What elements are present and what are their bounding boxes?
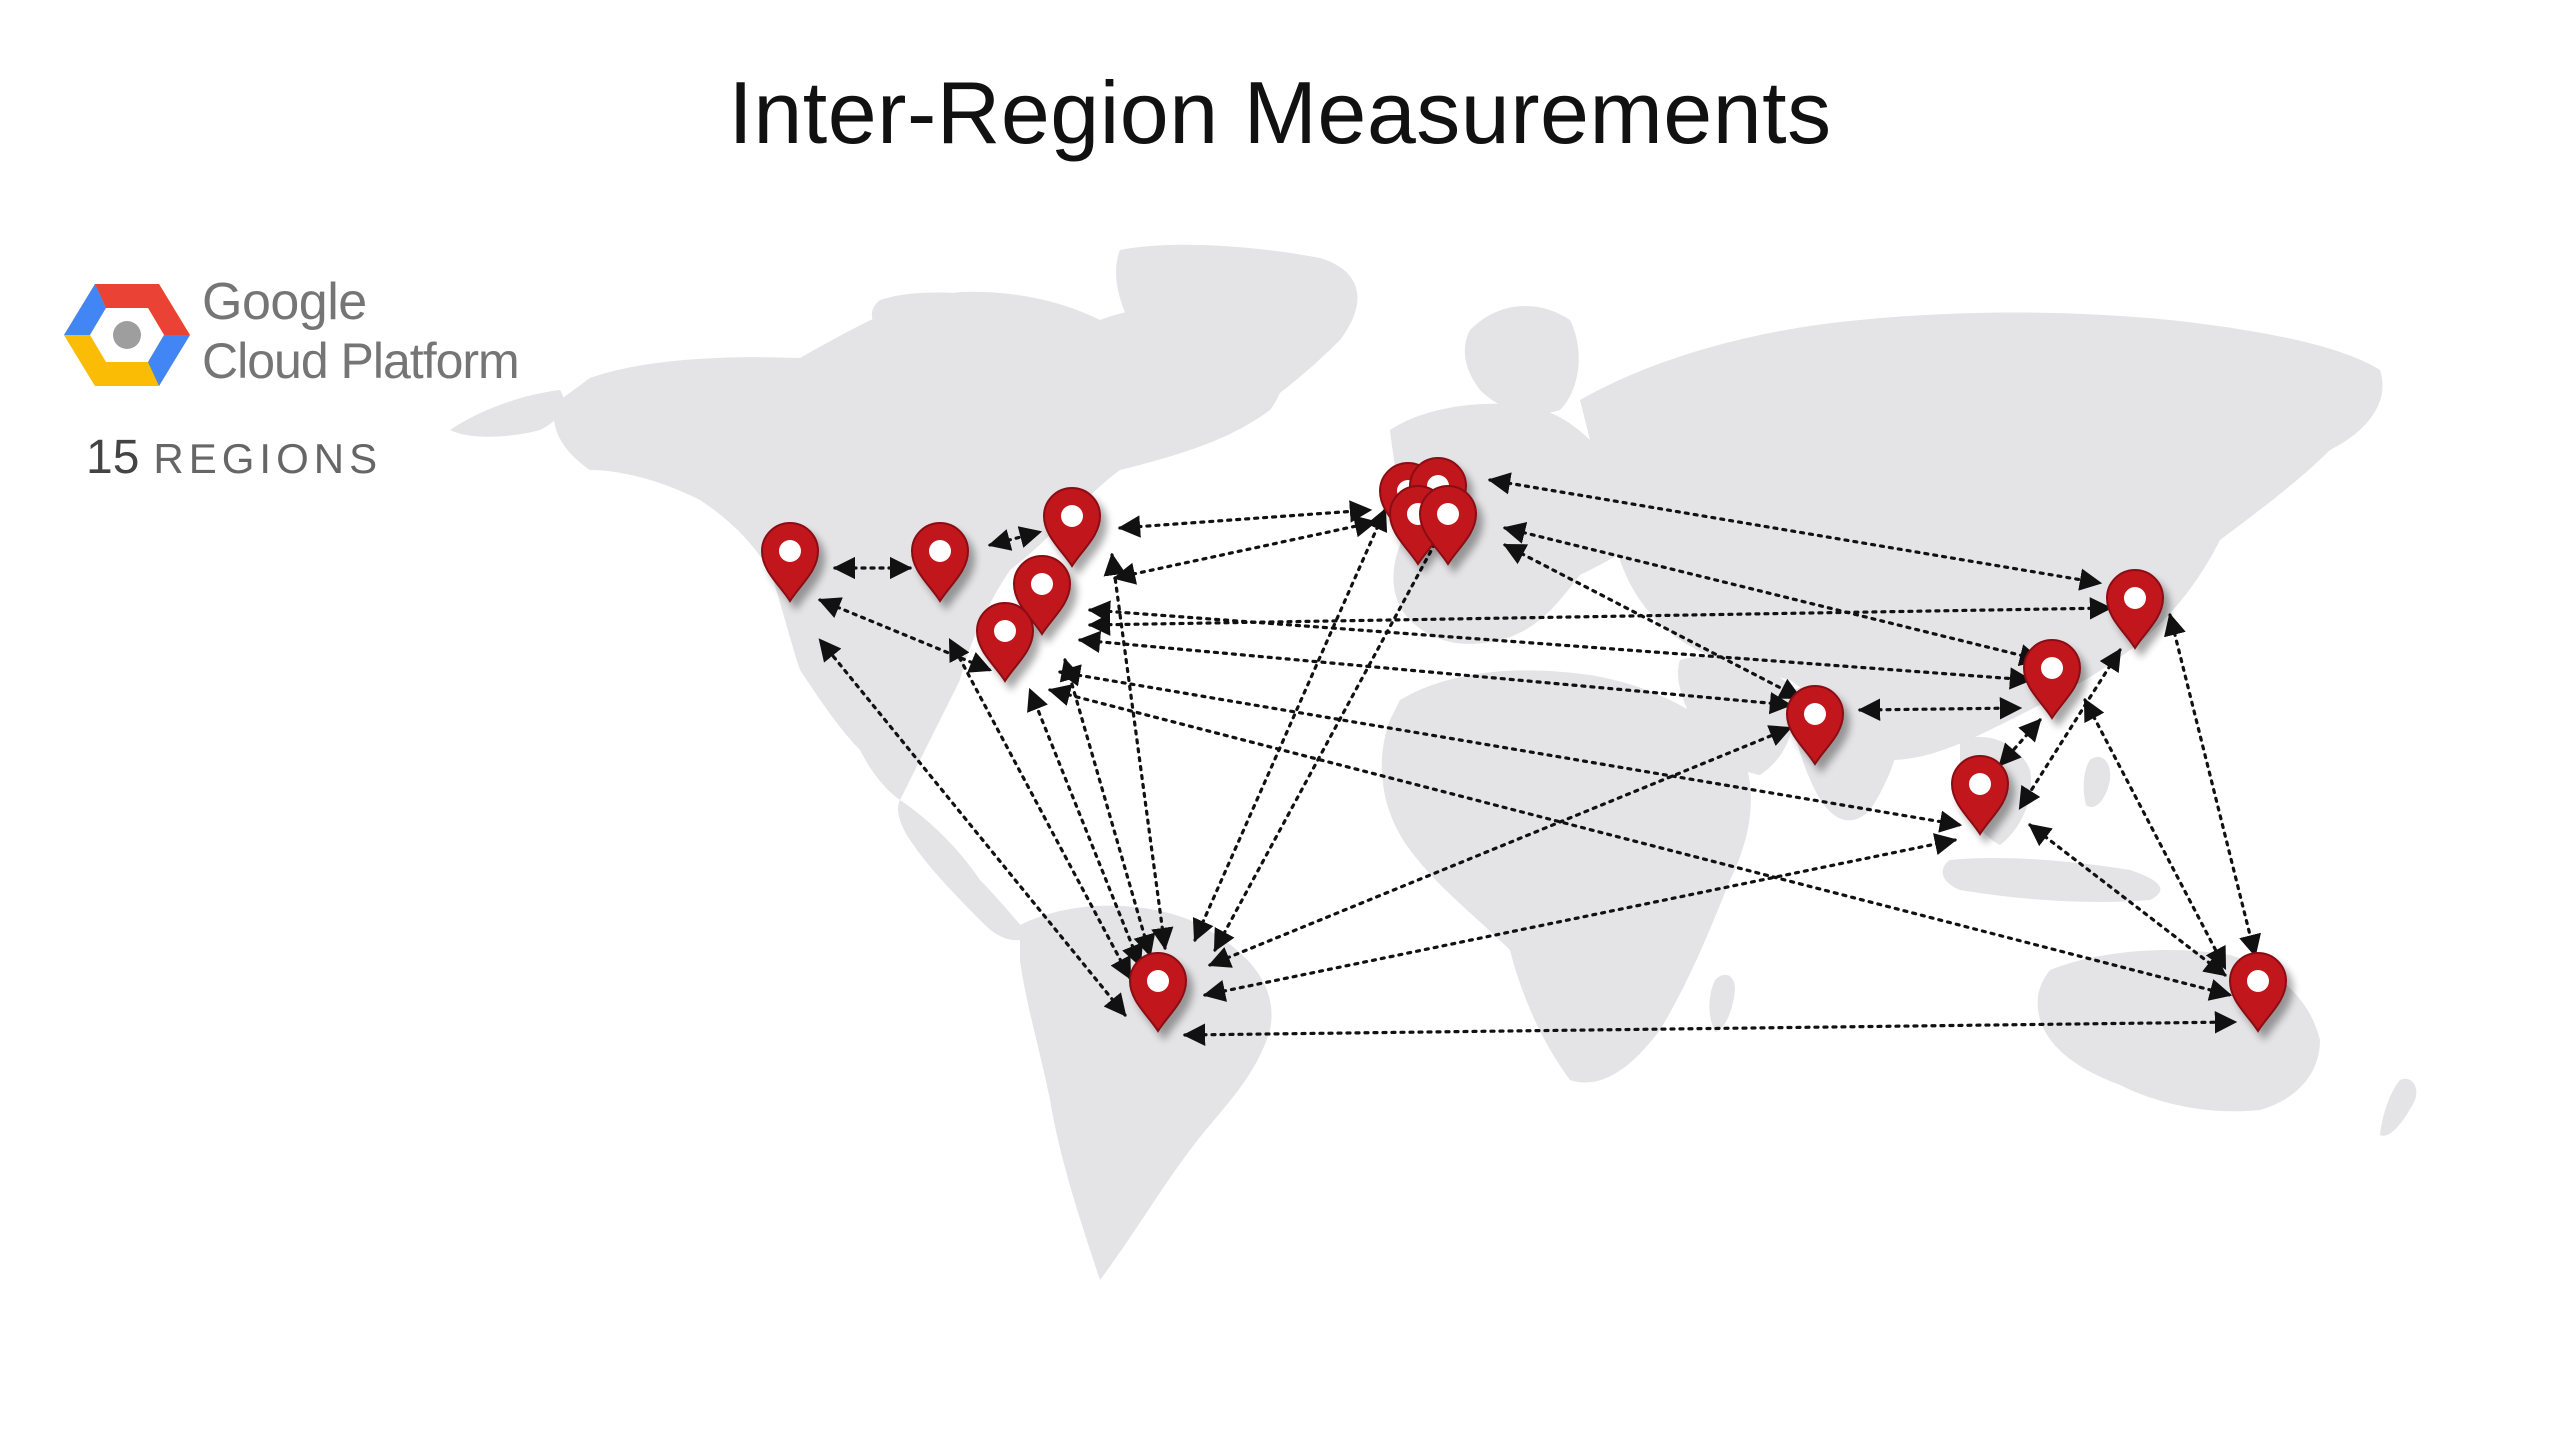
alaska — [450, 390, 564, 437]
regions-count: 15 — [86, 431, 140, 484]
link-saopaulo-mumbai — [1207, 725, 1793, 968]
land-masses — [450, 244, 2417, 1280]
philippines — [2083, 756, 2111, 808]
japan — [2158, 516, 2199, 599]
logo-wordmark: Google Cloud Platform — [202, 273, 520, 389]
link-saopaulo-sydney — [1182, 1011, 2238, 1046]
region-pin-montreal — [1042, 487, 1102, 568]
region-pin-tokyo — [2105, 569, 2165, 650]
logo-line-google: Google — [202, 273, 367, 331]
region-pin-iowa — [910, 522, 970, 603]
new-zealand — [2380, 1078, 2417, 1136]
link-saopaulo-oregon — [818, 638, 1127, 1017]
region-pin-oregon — [760, 522, 820, 603]
scandinavia — [1464, 306, 1579, 414]
regions-word: REGIONS — [153, 435, 383, 482]
region-pin-sydney — [2228, 952, 2288, 1033]
region-pin-mumbai — [1785, 685, 1845, 766]
link-virginia-europe — [1112, 515, 1378, 585]
google-cloud-platform-logo: Google Cloud Platform — [64, 270, 544, 400]
greenland — [1116, 244, 1358, 440]
gcp-hexagon-icon — [64, 284, 190, 386]
link-saopaulo-europe2 — [1213, 523, 1447, 952]
link-saopaulo-europe1 — [1192, 507, 1388, 943]
indonesia — [1942, 858, 2161, 902]
link-montreal-europe — [1117, 500, 1373, 538]
region-pins — [760, 457, 2288, 1033]
region-pin-taiwan — [2022, 639, 2082, 720]
arctic-islands — [871, 292, 1041, 350]
region-pin-sao-paulo — [1128, 952, 1188, 1033]
link-saopaulo-singapore — [1202, 833, 1958, 1002]
central-america — [898, 800, 1030, 941]
inter-region-links — [817, 472, 2261, 1046]
link-tokyo-singapore — [2018, 648, 2122, 810]
region-pin-netherlands — [1418, 485, 1478, 566]
logo-line-cloud-platform: Cloud Platform — [202, 333, 520, 389]
link-taiwan-sydney — [2083, 698, 2227, 970]
madagascar — [1709, 974, 1735, 1032]
region-pin-south-carolina — [975, 602, 1035, 683]
link-iowa-montreal — [987, 526, 1043, 551]
link-tokyo-sydney — [2164, 612, 2261, 958]
africa — [1381, 670, 1751, 1083]
region-pin-singapore — [1950, 755, 2010, 836]
link-oregon-scarolina — [817, 597, 993, 673]
regions-count-label: 15 REGIONS — [86, 430, 382, 485]
slide-title: Inter-Region Measurements — [728, 63, 1832, 162]
